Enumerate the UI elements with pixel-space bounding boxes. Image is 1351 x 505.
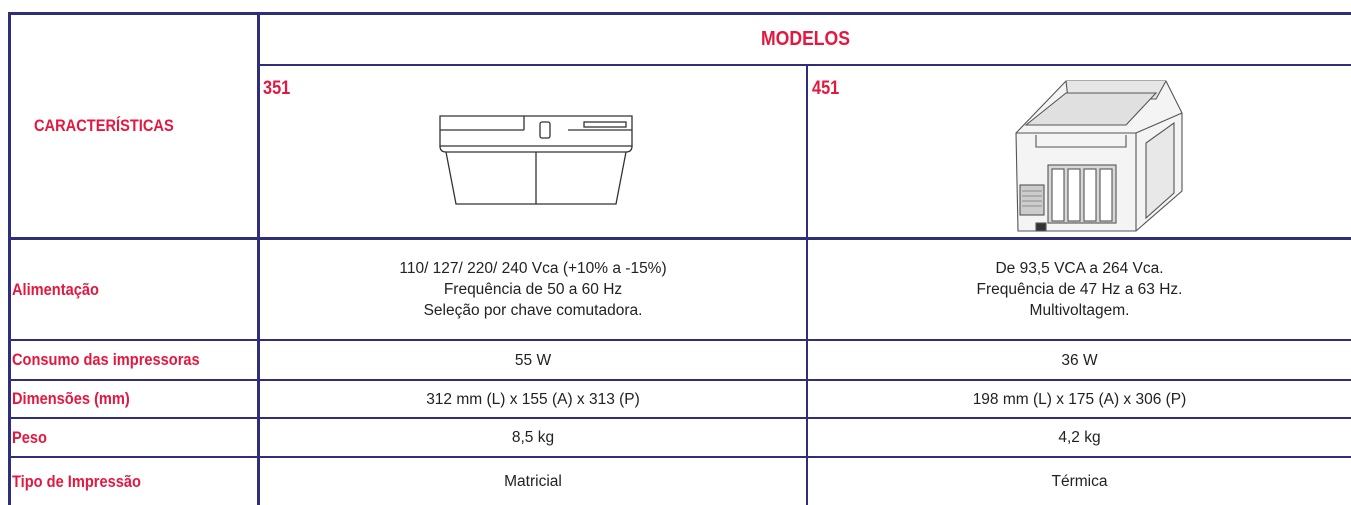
value-451: 198 mm (L) x 175 (A) x 306 (P)	[972, 390, 1187, 408]
divider-models-header	[257, 64, 1351, 66]
characteristics-label: CARACTERÍSTICAS	[34, 116, 174, 135]
value-351: 8,5 kg	[511, 429, 555, 446]
feature-label: Peso	[12, 427, 47, 447]
value-line: Multivoltagem.	[1029, 302, 1130, 319]
divider-models	[806, 64, 808, 505]
row-line-3	[8, 379, 1351, 381]
value-line: Frequência de 50 a 60 Hz	[443, 281, 623, 298]
border-top	[8, 12, 1351, 15]
model-number-451: 451	[812, 78, 840, 99]
value-line: 110/ 127/ 220/ 240 Vca (+10% a -15%)	[399, 260, 667, 277]
models-title: MODELOS	[761, 28, 850, 50]
value-line: Frequência de 47 Hz a 63 Hz.	[976, 281, 1183, 298]
row-line-1	[8, 237, 1351, 240]
value-line: De 93,5 VCA a 264 Vca.	[995, 260, 1164, 277]
feature-label: Alimentação	[12, 279, 99, 299]
row-line-4	[8, 417, 1351, 419]
feature-label: Consumo das impressoras	[12, 350, 200, 369]
feature-label: Tipo de Impressão	[12, 471, 141, 491]
divider-features	[257, 12, 260, 505]
value-451: 36 W	[1061, 351, 1098, 369]
value-351: 55 W	[514, 351, 552, 369]
value-line: Seleção por chave comutadora.	[423, 302, 643, 319]
row-line-5	[8, 456, 1351, 458]
model-number-351: 351	[263, 78, 291, 99]
printer-451-image	[1015, 80, 1183, 232]
feature-label: Dimensões (mm)	[12, 389, 130, 408]
value-351: 110/ 127/ 220/ 240 Vca (+10% a -15%) Fre…	[260, 240, 806, 339]
value-451: 4,2 kg	[1058, 429, 1101, 446]
row-line-2	[8, 339, 1351, 341]
value-451: De 93,5 VCA a 264 Vca. Frequência de 47 …	[808, 240, 1351, 339]
printer-351-image	[439, 115, 633, 205]
value-451: Térmica	[1051, 473, 1108, 490]
border-left	[8, 12, 11, 505]
value-351: Matricial	[504, 473, 562, 490]
value-351: 312 mm (L) x 155 (A) x 313 (P)	[426, 390, 640, 408]
